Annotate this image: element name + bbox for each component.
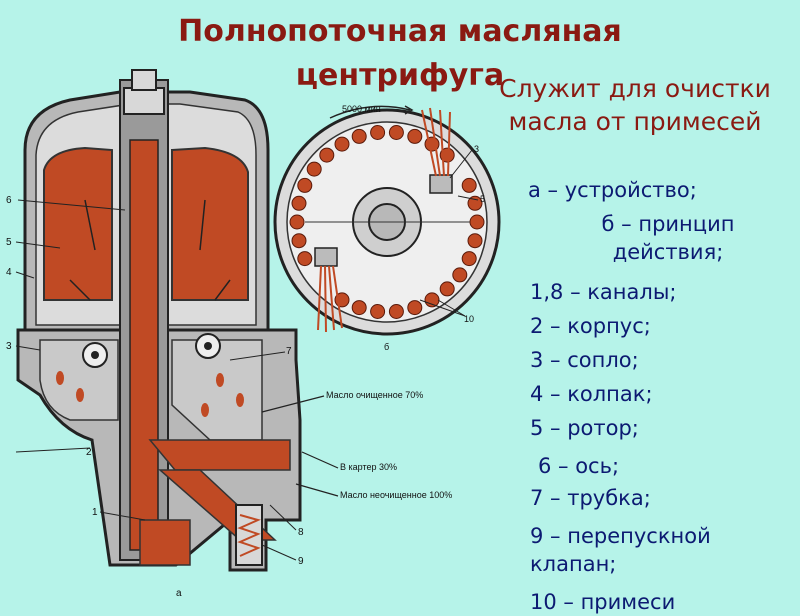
flow-clean-label: Масло очищенное 70% bbox=[326, 390, 423, 400]
centrifuge-cross-section: 6 5 4 3 2 1 7 8 9 а Масло очищенное 70% … bbox=[6, 69, 452, 599]
slide-title: Полнопоточная масляная центрифуга bbox=[178, 14, 622, 93]
speed-label: 5000 мин bbox=[342, 104, 381, 114]
impurity-particle bbox=[334, 136, 350, 152]
label-1: 1 bbox=[92, 507, 98, 518]
impurity-particle bbox=[306, 161, 322, 177]
channel-horizontal bbox=[148, 439, 291, 471]
flow-arrows bbox=[69, 199, 231, 301]
axis-cap bbox=[131, 69, 157, 91]
legend-item-9: 9 – перепускной клапан; bbox=[530, 524, 711, 576]
impurity-particle bbox=[351, 128, 367, 144]
centrifuge-diagram: 6 5 4 3 2 1 7 8 9 а Масло очищенное 70% … bbox=[6, 69, 501, 599]
label-5: 5 bbox=[6, 237, 12, 248]
nozzle-right-hole bbox=[204, 342, 212, 350]
caption-a: а bbox=[176, 588, 182, 599]
rotation-arrow-head bbox=[404, 105, 414, 115]
label-9: 9 bbox=[298, 556, 304, 567]
impurity-particle bbox=[388, 304, 404, 319]
rotation-arrow bbox=[329, 105, 411, 119]
legend-item-3: 3 – сопло; bbox=[530, 348, 639, 372]
flow-annotation-arrows bbox=[261, 395, 339, 497]
impurity-particle bbox=[291, 195, 307, 211]
rotor-label-10: 10 bbox=[464, 314, 474, 324]
impurity-particles bbox=[289, 125, 485, 319]
flow-sump-label: В картер 30% bbox=[340, 462, 397, 472]
leader-lines bbox=[15, 199, 297, 561]
impurity-particle bbox=[370, 125, 386, 140]
impurity-particle bbox=[469, 214, 485, 230]
axis-nut bbox=[123, 87, 165, 115]
oil-jets bbox=[317, 107, 451, 333]
legend-item-a: а – устройство; bbox=[528, 178, 697, 202]
impurity-particle bbox=[351, 300, 367, 316]
impurity-particle bbox=[439, 281, 455, 297]
legend-item-5: 5 – ротор; bbox=[530, 416, 639, 440]
channel-bottom bbox=[139, 519, 191, 566]
impurity-particle bbox=[452, 267, 468, 283]
legend-item-2: 2 – корпус; bbox=[530, 314, 651, 338]
rotor-label-b: б bbox=[384, 342, 389, 352]
impurity-particle bbox=[297, 177, 313, 193]
label-4: 4 bbox=[6, 267, 12, 278]
rotor-principle-diagram: 5000 мин 3 5 10 б bbox=[273, 104, 501, 352]
impurity-particle bbox=[467, 195, 483, 211]
label-3: 3 bbox=[6, 341, 12, 352]
legend-item-7: 7 – трубка; bbox=[530, 486, 651, 510]
impurity-particle bbox=[319, 147, 335, 163]
valve-spring bbox=[237, 514, 261, 557]
nozzle-left-hole bbox=[91, 351, 99, 359]
axis-oil-channel bbox=[129, 139, 159, 551]
rotor-label-3: 3 bbox=[474, 144, 479, 154]
impurity-particle bbox=[388, 125, 404, 140]
impurity-particle bbox=[424, 292, 440, 308]
impurity-particle bbox=[461, 251, 477, 267]
flow-dirty-label: Масло неочищенное 100% bbox=[340, 490, 452, 500]
impurity-particle bbox=[289, 214, 305, 230]
rotor-leader-lines bbox=[419, 149, 479, 317]
impurity-particle bbox=[370, 304, 386, 319]
label-6: 6 bbox=[6, 195, 12, 206]
oil-drops bbox=[56, 371, 244, 417]
legend-item-4: 4 – колпак; bbox=[530, 382, 653, 406]
legend-item-b: б – принцип действия; bbox=[601, 212, 735, 264]
legend-item-6: 6 – ось; bbox=[538, 454, 620, 478]
impurity-particle bbox=[291, 233, 307, 249]
nozzle-top-right bbox=[429, 174, 453, 194]
rotor-chamber-right bbox=[171, 146, 249, 301]
impurity-particle bbox=[297, 251, 313, 267]
slide-subtitle: Служит для очистки масла от примесей bbox=[499, 74, 771, 136]
impurity-particle bbox=[467, 233, 483, 249]
rotor-label-5: 5 bbox=[480, 194, 485, 204]
impurity-particle bbox=[407, 300, 423, 316]
label-2: 2 bbox=[86, 447, 92, 458]
rotor-chamber-left bbox=[43, 146, 113, 301]
label-8: 8 bbox=[298, 527, 304, 538]
nozzle-bottom-left bbox=[314, 247, 338, 267]
impurity-particle bbox=[407, 128, 423, 144]
legend-item-1-8: 1,8 – каналы; bbox=[530, 280, 677, 304]
label-7: 7 bbox=[286, 346, 292, 357]
impurity-particle bbox=[461, 177, 477, 193]
